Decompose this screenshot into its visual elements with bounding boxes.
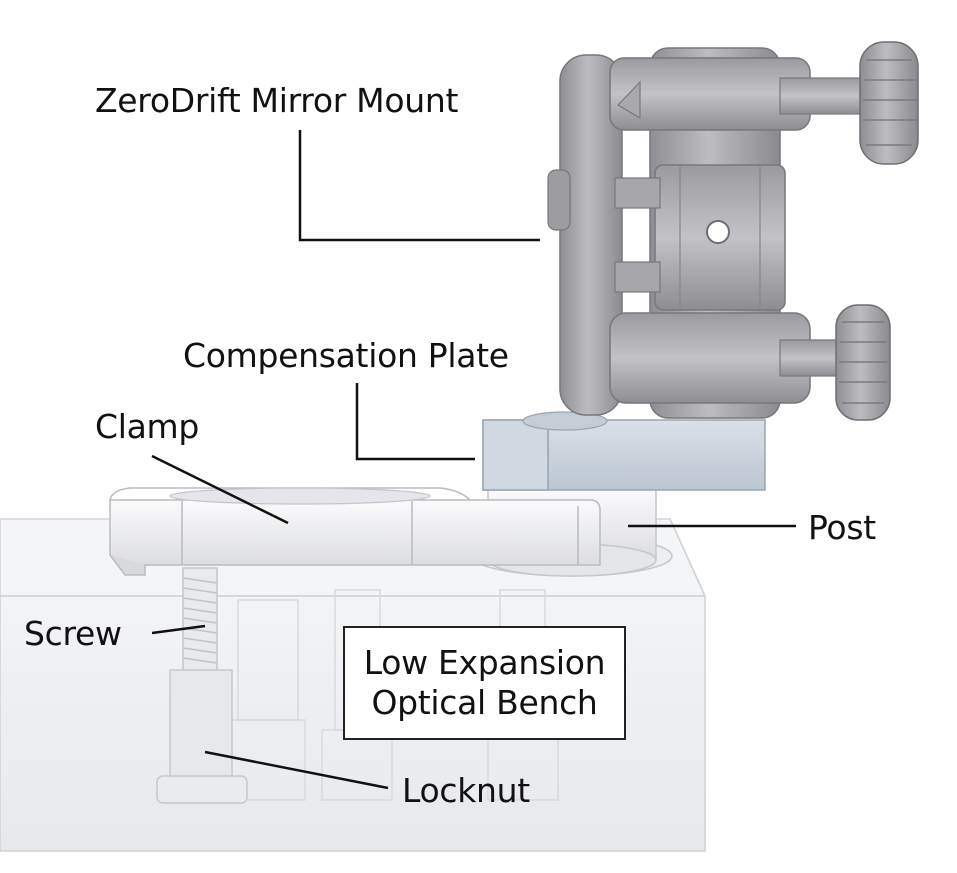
label-locknut: Locknut	[402, 771, 530, 810]
leader-clamp	[151, 454, 289, 525]
leader-compensation-plate	[355, 383, 475, 461]
leader-mirror-mount	[298, 130, 540, 242]
label-bench-line-1: Low Expansion	[363, 643, 606, 683]
label-optical-bench-box: Low Expansion Optical Bench	[343, 626, 626, 740]
label-post: Post	[808, 508, 876, 547]
label-mirror-mount: ZeroDrift Mirror Mount	[95, 81, 459, 120]
label-compensation-plate: Compensation Plate	[183, 336, 509, 375]
label-bench-line-2: Optical Bench	[371, 683, 598, 722]
adjuster-knob-top	[859, 41, 919, 165]
clamp	[109, 487, 601, 576]
mirror-mount	[547, 41, 919, 421]
leader-locknut	[204, 750, 389, 790]
leader-screw	[151, 624, 206, 635]
locknut	[156, 669, 248, 804]
compensation-plate	[482, 411, 766, 491]
label-screw: Screw	[24, 614, 122, 653]
label-clamp: Clamp	[95, 407, 200, 446]
adjuster-knob-bottom	[835, 304, 891, 421]
screw	[182, 567, 218, 674]
